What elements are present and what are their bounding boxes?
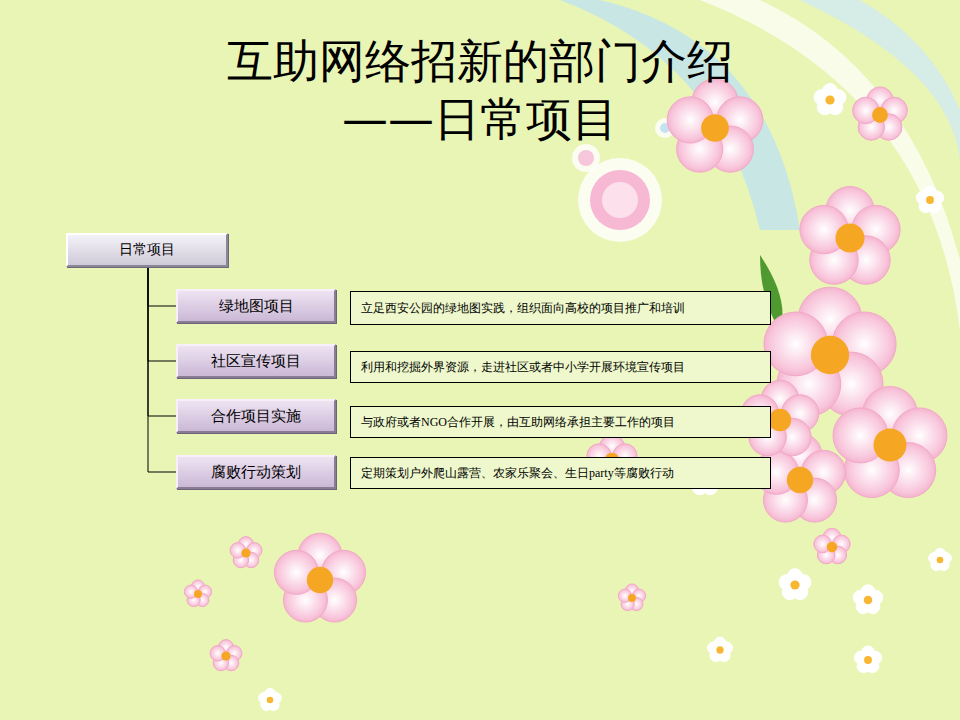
slide-title: 互助网络招新的部门介绍 ——日常项目 [180, 32, 780, 148]
node-text: 合作项目实施 [211, 407, 301, 426]
node-text: 日常项目 [119, 241, 175, 259]
category-box: 腐败行动策划 [176, 455, 336, 489]
node-text: 与政府或者NGO合作开展，由互助网络承担主要工作的项目 [361, 414, 675, 431]
node-text: 社区宣传项目 [211, 352, 301, 371]
node-text: 绿地图项目 [219, 297, 294, 316]
node-text: 利用和挖掘外界资源，走进社区或者中小学开展环境宣传项目 [361, 359, 685, 376]
description-box: 利用和挖掘外界资源，走进社区或者中小学开展环境宣传项目 [350, 351, 771, 383]
tree-connector [148, 267, 176, 306]
node-text: 立足西安公园的绿地图实践，组织面向高校的项目推广和培训 [361, 300, 685, 317]
category-box: 社区宣传项目 [176, 344, 336, 378]
node-text: 定期策划户外爬山露营、农家乐聚会、生日party等腐败行动 [361, 465, 674, 482]
category-box: 绿地图项目 [176, 289, 336, 323]
description-box: 立足西安公园的绿地图实践，组织面向高校的项目推广和培训 [350, 291, 771, 325]
description-box: 定期策划户外爬山露营、农家乐聚会、生日party等腐败行动 [350, 457, 771, 489]
node-text: 腐败行动策划 [211, 463, 301, 482]
description-box: 与政府或者NGO合作开展，由互助网络承担主要工作的项目 [350, 406, 771, 438]
tree-connector [148, 267, 176, 472]
tree-connector [148, 267, 176, 416]
tree-connector [148, 267, 176, 361]
category-box: 合作项目实施 [176, 399, 336, 433]
root-box: 日常项目 [66, 233, 228, 267]
